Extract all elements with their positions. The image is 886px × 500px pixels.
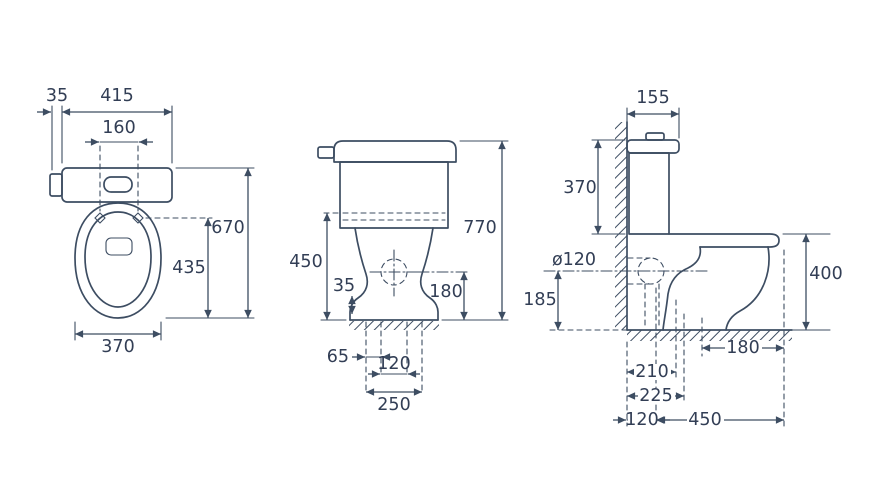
dim-label-bowl-height: 400 (809, 264, 842, 284)
cistern-tank-front (339, 161, 449, 229)
label-mask (725, 340, 762, 356)
cistern-lid-side (626, 139, 680, 154)
dim-label-seat-depth: 435 (172, 258, 205, 278)
dim-label-total-depth: 670 (211, 218, 244, 238)
flush-lever-front (317, 146, 335, 159)
dim-top-160: 160 (85, 118, 153, 146)
dim-label-cistern-width: 415 (100, 86, 133, 106)
dim-label-fixing-depth-b: 225 (639, 386, 672, 406)
lid-button-side (645, 132, 665, 141)
outlet-hidden-lines (627, 257, 665, 329)
dim-label-cistern-height: 370 (563, 178, 596, 198)
dim-side-180: 180 (702, 338, 784, 358)
hinge-right (132, 212, 144, 224)
dim-label-outlet-offset: 120 (625, 410, 658, 430)
bowl-right-profile (419, 227, 439, 321)
side-view: 155 370 ø120 185 400 (523, 88, 842, 430)
flush-button-plan (103, 176, 133, 193)
cistern-tank-side (628, 152, 670, 235)
label-mask (638, 388, 675, 404)
flush-lever-plan (49, 173, 63, 197)
top-view: 35 415 160 670 435 370 (37, 86, 255, 357)
dim-label-inlet-height: 180 (429, 282, 462, 302)
label-mask (634, 364, 671, 380)
dim-top-435: 435 (172, 218, 212, 318)
dim-label-overall-depth: 450 (688, 410, 721, 430)
dim-label-foot-detail: 35 (333, 276, 355, 296)
construction-lines-side-bottom (626, 249, 785, 427)
dim-front-250: 250 (366, 388, 422, 415)
water-spot-plan (105, 237, 133, 256)
floor-hatch-front (349, 321, 439, 330)
dim-front-35: 35 (333, 276, 356, 314)
bowl-front-profile (725, 246, 770, 331)
label-mask (628, 412, 657, 428)
construction-lines-front-bottom (365, 321, 423, 395)
dim-label-total-height: 770 (463, 218, 496, 238)
seat-profile-side (668, 233, 780, 248)
bowl-outline-plan (74, 202, 162, 319)
dim-front-450: 450 (289, 212, 347, 321)
cistern-lid-front (333, 140, 457, 163)
dim-top-370: 370 (74, 321, 162, 357)
dim-top-35: 35 (37, 86, 68, 171)
label-mask (687, 412, 724, 428)
dim-side-210: 210 (627, 362, 676, 382)
dim-front-180: 180 (417, 271, 471, 320)
dim-side-400: 400 (782, 233, 843, 331)
dim-side-370: 370 (563, 139, 626, 235)
dim-label-base-width: 250 (377, 395, 410, 415)
construction-lines-top (99, 145, 213, 219)
dim-label-fixing-depth-a: 210 (635, 362, 668, 382)
dim-top-415: 415 (61, 86, 173, 164)
cistern-plan (61, 167, 173, 203)
dim-label-outlet-height: 185 (523, 290, 556, 310)
wall-hatch (615, 122, 627, 330)
dim-label-cistern-depth: 155 (636, 88, 669, 108)
bowl-back-profile (662, 246, 702, 331)
dim-side-dia120: ø120 (552, 250, 596, 270)
dim-label-shelf-height: 450 (289, 252, 322, 272)
dim-side-225: 225 (627, 386, 684, 406)
dim-label-hinge-spacing: 160 (102, 118, 135, 138)
dim-label-front-span: 180 (726, 338, 759, 358)
dim-label-fixing-offset: 65 (327, 347, 349, 367)
dim-top-670: 670 (165, 167, 255, 319)
dim-side-185: 185 (523, 271, 628, 331)
dim-front-770: 770 (441, 140, 509, 321)
dim-label-tab-width: 35 (46, 86, 68, 106)
dim-side-155: 155 (626, 88, 680, 139)
dim-front-120: 120 (368, 354, 420, 378)
floor-hatch-side (627, 330, 792, 341)
hinge-left (94, 212, 106, 224)
dim-label-outlet-diameter: ø120 (552, 250, 596, 270)
seat-ring-plan (84, 211, 152, 308)
dim-label-fixing-spacing: 120 (377, 354, 410, 374)
dim-side-450: 450 (656, 410, 784, 430)
dim-front-65: 65 (327, 347, 395, 367)
dim-label-bowl-width: 370 (101, 337, 134, 357)
front-view: 770 450 35 180 65 (289, 140, 509, 415)
